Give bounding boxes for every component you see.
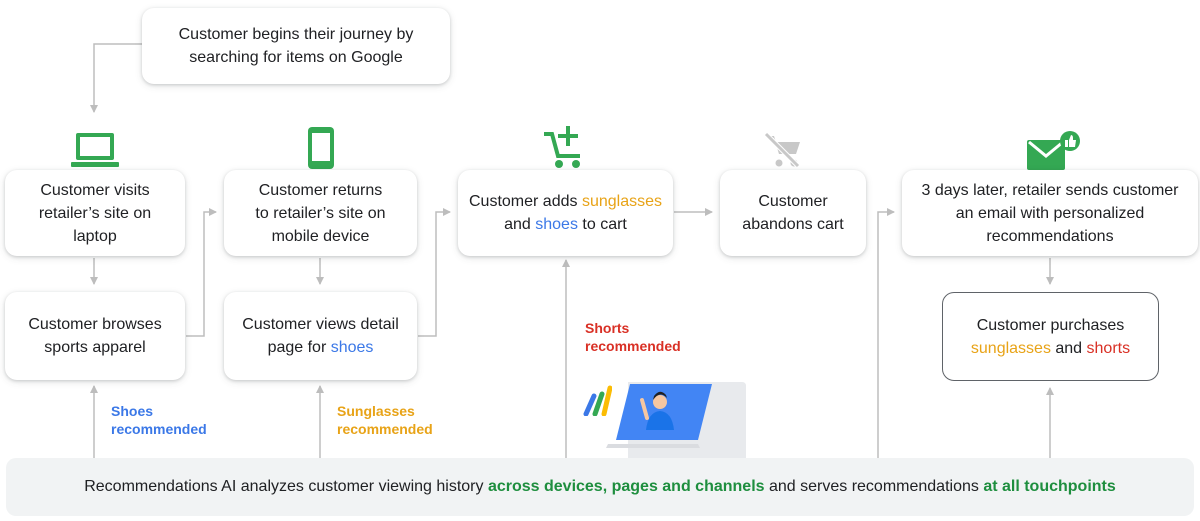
box-text: Customer returns xyxy=(258,181,383,199)
box-text: Customer adds xyxy=(469,193,582,210)
box-text: and xyxy=(1050,339,1087,357)
box-text: 3 days later, retailer sends customer xyxy=(921,181,1179,199)
box-email-recommendations: 3 days later, retailer sends customer an… xyxy=(902,170,1198,256)
banner-text: Recommendations AI analyzes customer vie… xyxy=(84,478,488,495)
banner-text: and serves recommendations xyxy=(764,478,984,495)
arrow-browses-to-returns xyxy=(186,208,217,337)
highlight-shorts: shorts xyxy=(1086,339,1131,357)
highlight-shoes: shoes xyxy=(330,339,374,356)
recommendations-ai-logo-icon xyxy=(583,385,612,416)
banner-highlight: across devices, pages and channels xyxy=(487,478,765,495)
note-text: recommended xyxy=(585,338,681,354)
note-text: Sunglasses xyxy=(337,403,415,419)
box-adds-to-cart: Customer adds sunglasses and shoes to ca… xyxy=(458,170,673,256)
box-returns-mobile: Customer returns to retailer’s site on m… xyxy=(224,170,417,256)
recommendations-ai-banner: Recommendations AI analyzes customer vie… xyxy=(6,458,1194,516)
note-text: recommended xyxy=(111,421,207,437)
box-text: to cart xyxy=(577,216,627,233)
box-text: Customer browses xyxy=(28,316,162,333)
add-to-cart-icon xyxy=(544,126,580,168)
box-text: searching for items on Google xyxy=(189,49,403,66)
video-call-illustration-icon xyxy=(606,382,746,458)
arrow-banner-to-email xyxy=(877,208,895,458)
box-text: Customer purchases xyxy=(976,316,1125,334)
box-text: and xyxy=(504,216,536,233)
box-purchases: Customer purchases sunglasses and shorts xyxy=(942,292,1159,381)
highlight-sunglasses: sunglasses xyxy=(581,193,662,210)
banner-highlight: at all touchpoints xyxy=(983,478,1116,495)
note-text: Shorts xyxy=(585,320,630,336)
note-shoes-recommended: Shoes recommended xyxy=(111,402,207,438)
arrow-start-to-visits xyxy=(90,43,142,113)
box-text: abandons cart xyxy=(742,216,844,233)
box-visits-laptop: Customer visits retailer’s site on lapto… xyxy=(5,170,185,256)
box-text: retailer’s site on laptop xyxy=(38,204,152,245)
highlight-shoes: shoes xyxy=(535,216,578,233)
box-start-journey: Customer begins their journey by searchi… xyxy=(142,8,450,84)
box-text: page for xyxy=(267,339,331,356)
box-text: Customer views detail xyxy=(242,316,399,333)
box-text: personalized xyxy=(1053,204,1145,222)
box-abandons-cart: Customer abandons cart xyxy=(720,170,866,256)
box-text: Customer begins their journey by xyxy=(178,26,414,43)
note-shorts-recommended: Shorts recommended xyxy=(585,319,681,355)
arrow-views-to-adds xyxy=(418,208,451,337)
box-text: recommendations xyxy=(986,227,1114,245)
mobile-phone-icon xyxy=(308,127,334,169)
remove-from-cart-icon xyxy=(764,132,800,168)
note-text: recommended xyxy=(337,421,433,437)
laptop-icon xyxy=(71,133,119,167)
box-views-detail: Customer views detail page for shoes xyxy=(224,292,417,380)
box-text: Customer visits xyxy=(40,181,150,199)
box-text: mobile device xyxy=(271,227,370,245)
email-like-icon xyxy=(1027,131,1080,170)
note-sunglasses-recommended: Sunglasses recommended xyxy=(337,402,433,438)
highlight-sunglasses: sunglasses xyxy=(970,339,1051,357)
box-text: Customer xyxy=(758,193,828,210)
box-browses-apparel: Customer browses sports apparel xyxy=(5,292,185,380)
box-text: to retailer’s site on xyxy=(255,204,386,222)
box-text: an email with xyxy=(955,204,1054,222)
box-text: sports apparel xyxy=(44,339,146,356)
note-text: Shoes xyxy=(111,403,154,419)
